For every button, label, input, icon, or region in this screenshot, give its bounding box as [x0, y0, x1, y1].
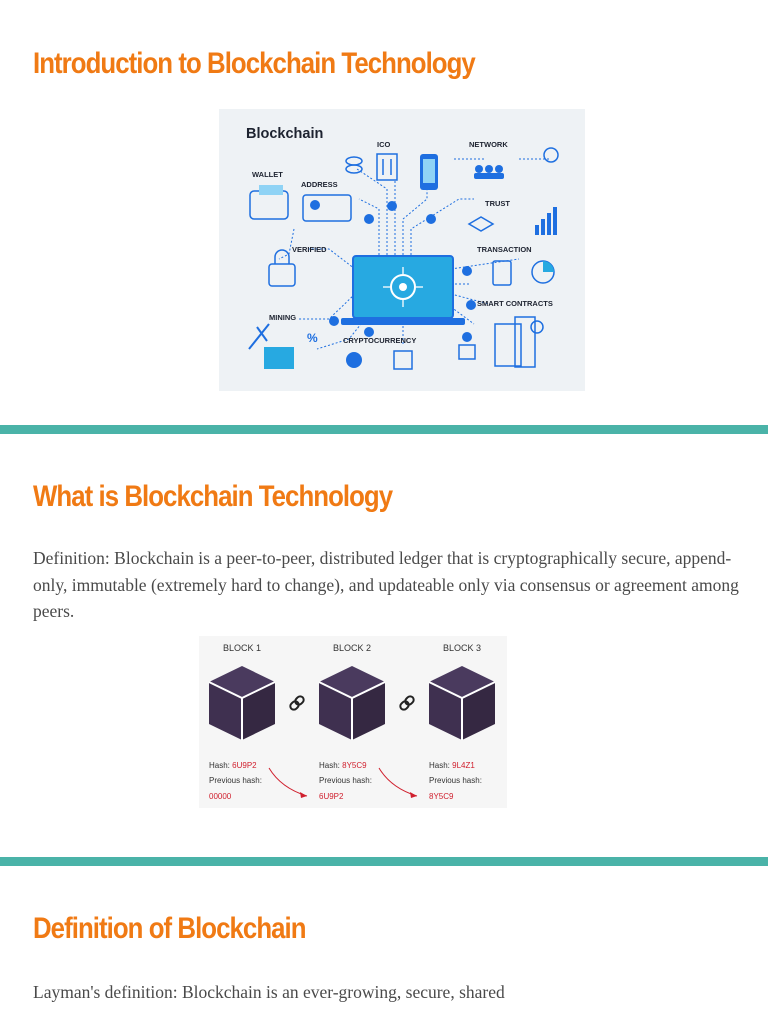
label-transaction: TRANSACTION: [477, 245, 532, 254]
blockchain-concept-diagram: Blockchain: [219, 109, 585, 391]
label-verified: VERIFIED: [292, 245, 327, 254]
block-2-prev-label: Previous hash:: [319, 776, 372, 785]
block-3-prev-label: Previous hash:: [429, 776, 482, 785]
label-cryptocurrency: CRYPTOCURRENCY: [343, 336, 416, 345]
slide-title-what-is-blockchain: What is Blockchain Technology: [33, 480, 392, 514]
slide-title-introduction: Introduction to Blockchain Technology: [33, 47, 475, 81]
block-2-hash-label: Hash:: [319, 761, 340, 770]
laymans-definition-paragraph: Layman's definition: Blockchain is an ev…: [33, 979, 743, 1006]
label-network: NETWORK: [469, 140, 508, 149]
definition-paragraph: Definition: Blockchain is a peer-to-peer…: [33, 545, 743, 625]
block-3-prev-hash: 8Y5C9: [429, 792, 454, 801]
block-2-prev-hash: 6U9P2: [319, 792, 344, 801]
block-1-prev-hash: 00000: [209, 792, 232, 801]
block-2-label: BLOCK 2: [333, 643, 371, 653]
block-1-prev-label: Previous hash:: [209, 776, 262, 785]
label-smart-contracts: SMART CONTRACTS: [477, 299, 553, 308]
label-ico: ICO: [377, 140, 391, 149]
block-3-hash-label: Hash:: [429, 761, 450, 770]
label-trust: TRUST: [485, 199, 510, 208]
svg-text:%: %: [307, 331, 318, 345]
block-2-hash: 8Y5C9: [342, 761, 367, 770]
diagram-heading: Blockchain: [246, 126, 323, 142]
svg-text:Hash: 8Y5C9: Hash: 8Y5C9: [319, 761, 367, 770]
block-chain-diagram: BLOCK 1 BLOCK 2 BLOCK 3: [199, 636, 507, 808]
svg-text:Hash: 6U9P2: Hash: 6U9P2: [209, 761, 257, 770]
section-divider: [0, 857, 768, 866]
label-wallet: WALLET: [252, 170, 283, 179]
label-mining: MINING: [269, 313, 296, 322]
label-address: ADDRESS: [301, 180, 338, 189]
section-divider: [0, 425, 768, 434]
block-3-hash: 9L4Z1: [452, 761, 475, 770]
block-1-hash-label: Hash:: [209, 761, 230, 770]
block-1-hash: 6U9P2: [232, 761, 257, 770]
slide-title-definition: Definition of Blockchain: [33, 912, 306, 946]
block-3-label: BLOCK 3: [443, 643, 481, 653]
block-1-label: BLOCK 1: [223, 643, 261, 653]
svg-text:Hash: 9L4Z1: Hash: 9L4Z1: [429, 761, 475, 770]
